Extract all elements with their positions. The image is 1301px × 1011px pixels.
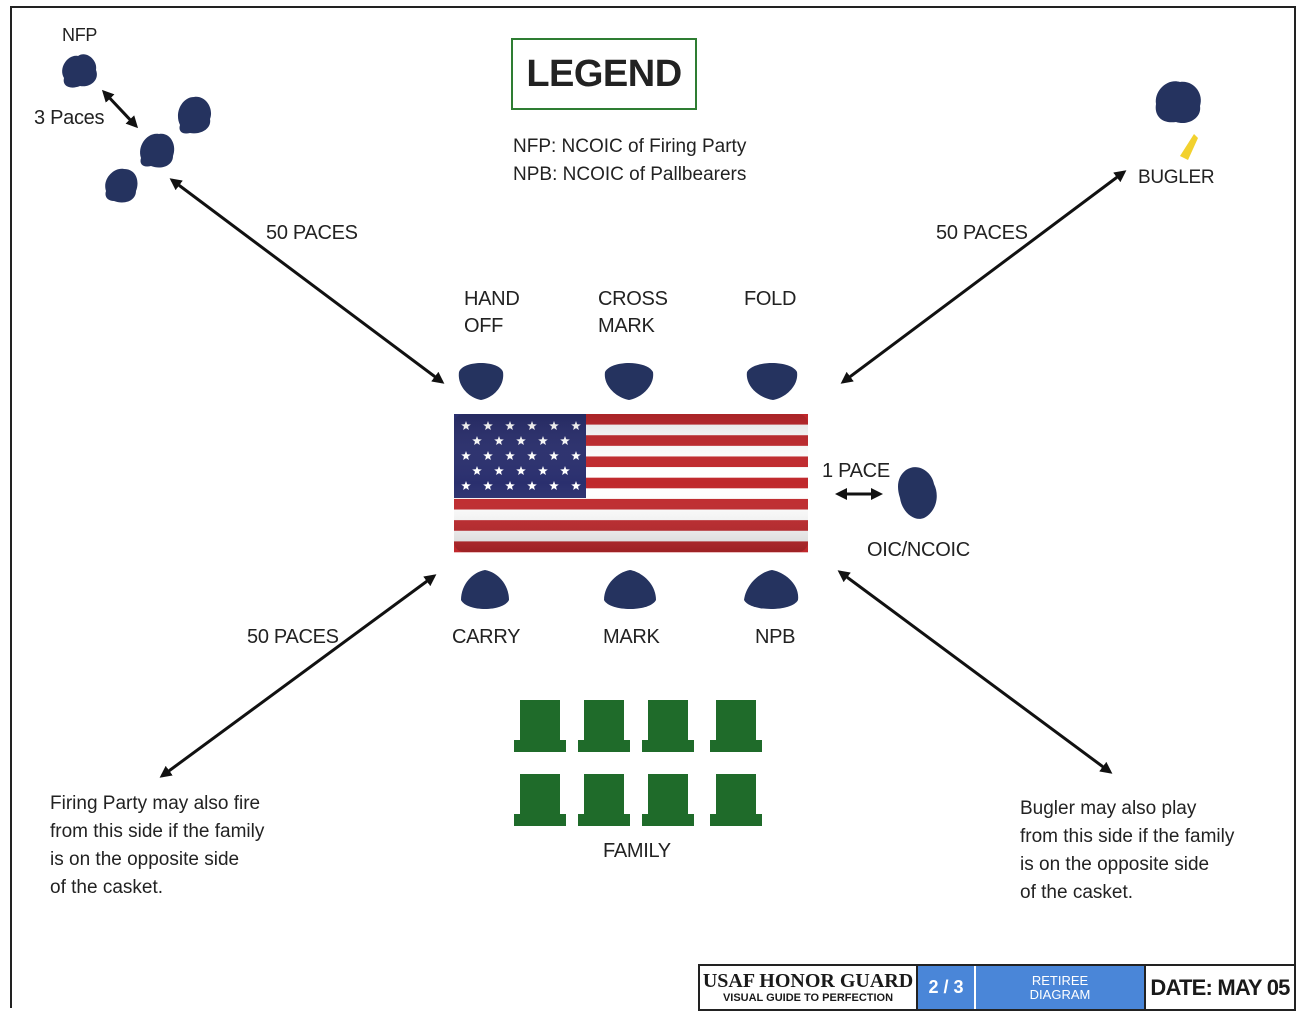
mark-figure <box>604 570 656 609</box>
arrow-50-paces-bottom-left <box>162 576 434 776</box>
flag-draped-casket <box>454 414 808 552</box>
bugle-icon <box>1180 134 1198 160</box>
document-name-line1: RETIREE <box>1032 974 1088 988</box>
family-chair <box>710 700 762 752</box>
npb-figure <box>744 570 798 609</box>
family-chair <box>642 700 694 752</box>
oic-ncoic-figure <box>898 467 937 519</box>
org-tagline: VISUAL GUIDE TO PERFECTION <box>723 992 893 1005</box>
arrow-50-paces-top-right <box>843 172 1124 382</box>
note-bugler-line4: of the casket. <box>1020 879 1133 907</box>
firing-party-figure-1 <box>178 97 211 134</box>
note-bugler-line3: is on the opposite side <box>1020 851 1209 879</box>
title-block: USAF HONOR GUARD VISUAL GUIDE TO PERFECT… <box>698 964 1296 1011</box>
label-oic-ncoic: OIC/NCOIC <box>867 537 970 564</box>
hand-off-figure <box>459 363 503 400</box>
family-chair <box>514 774 566 826</box>
note-firing-party-line2: from this side if the family <box>50 818 264 846</box>
family-chair <box>642 774 694 826</box>
note-firing-party-line3: is on the opposite side <box>50 846 239 874</box>
carry-figure <box>461 570 509 609</box>
label-carry: CARRY <box>452 624 520 651</box>
cross-mark-figure <box>605 363 653 400</box>
label-mark: MARK <box>603 624 660 651</box>
label-cross-mark-line2: MARK <box>598 313 655 340</box>
bugler-figure <box>1156 81 1201 123</box>
nfp-figure <box>62 54 97 87</box>
label-3-paces: 3 Paces <box>34 105 104 132</box>
label-npb: NPB <box>755 624 795 651</box>
label-50-paces-top-right: 50 PACES <box>936 220 1028 247</box>
page-number: 2 / 3 <box>918 966 976 1009</box>
note-firing-party-line1: Firing Party may also fire <box>50 790 260 818</box>
document-name-line2: DIAGRAM <box>1030 988 1091 1002</box>
arrow-3-paces <box>104 92 136 126</box>
label-bugler: BUGLER <box>1138 164 1214 191</box>
note-bugler-line2: from this side if the family <box>1020 823 1234 851</box>
label-hand-off-line1: HAND <box>464 286 519 313</box>
family-chair <box>578 700 630 752</box>
note-firing-party-line4: of the casket. <box>50 874 163 902</box>
label-50-paces-top-left: 50 PACES <box>266 220 358 247</box>
family-seating <box>514 700 762 826</box>
title-block-org: USAF HONOR GUARD VISUAL GUIDE TO PERFECT… <box>700 966 918 1009</box>
legend-box: LEGEND <box>511 38 697 110</box>
label-family: FAMILY <box>603 838 671 865</box>
label-cross-mark-line1: CROSS <box>598 286 668 313</box>
fold-figure <box>747 363 797 400</box>
family-chair <box>578 774 630 826</box>
family-chair <box>710 774 762 826</box>
label-nfp: NFP <box>62 22 97 49</box>
legend-entry-nfp: NFP: NCOIC of Firing Party <box>513 133 746 161</box>
org-name: USAF HONOR GUARD <box>703 971 913 992</box>
firing-party-figure-2 <box>140 134 174 168</box>
label-hand-off-line2: OFF <box>464 313 503 340</box>
arrow-50-paces-bottom-right <box>840 572 1110 772</box>
label-fold: FOLD <box>744 286 796 313</box>
label-50-paces-bottom-left: 50 PACES <box>247 624 339 651</box>
label-1-pace: 1 PACE <box>822 458 890 485</box>
document-name: RETIREE DIAGRAM <box>976 966 1146 1009</box>
legend-entry-npb: NPB: NCOIC of Pallbearers <box>513 161 746 189</box>
document-date: DATE: MAY 05 <box>1146 966 1294 1009</box>
family-chair <box>514 700 566 752</box>
firing-party-figure-3 <box>105 169 137 203</box>
note-bugler-line1: Bugler may also play <box>1020 795 1196 823</box>
legend-title: LEGEND <box>526 53 681 96</box>
arrow-50-paces-top-left <box>172 180 442 382</box>
